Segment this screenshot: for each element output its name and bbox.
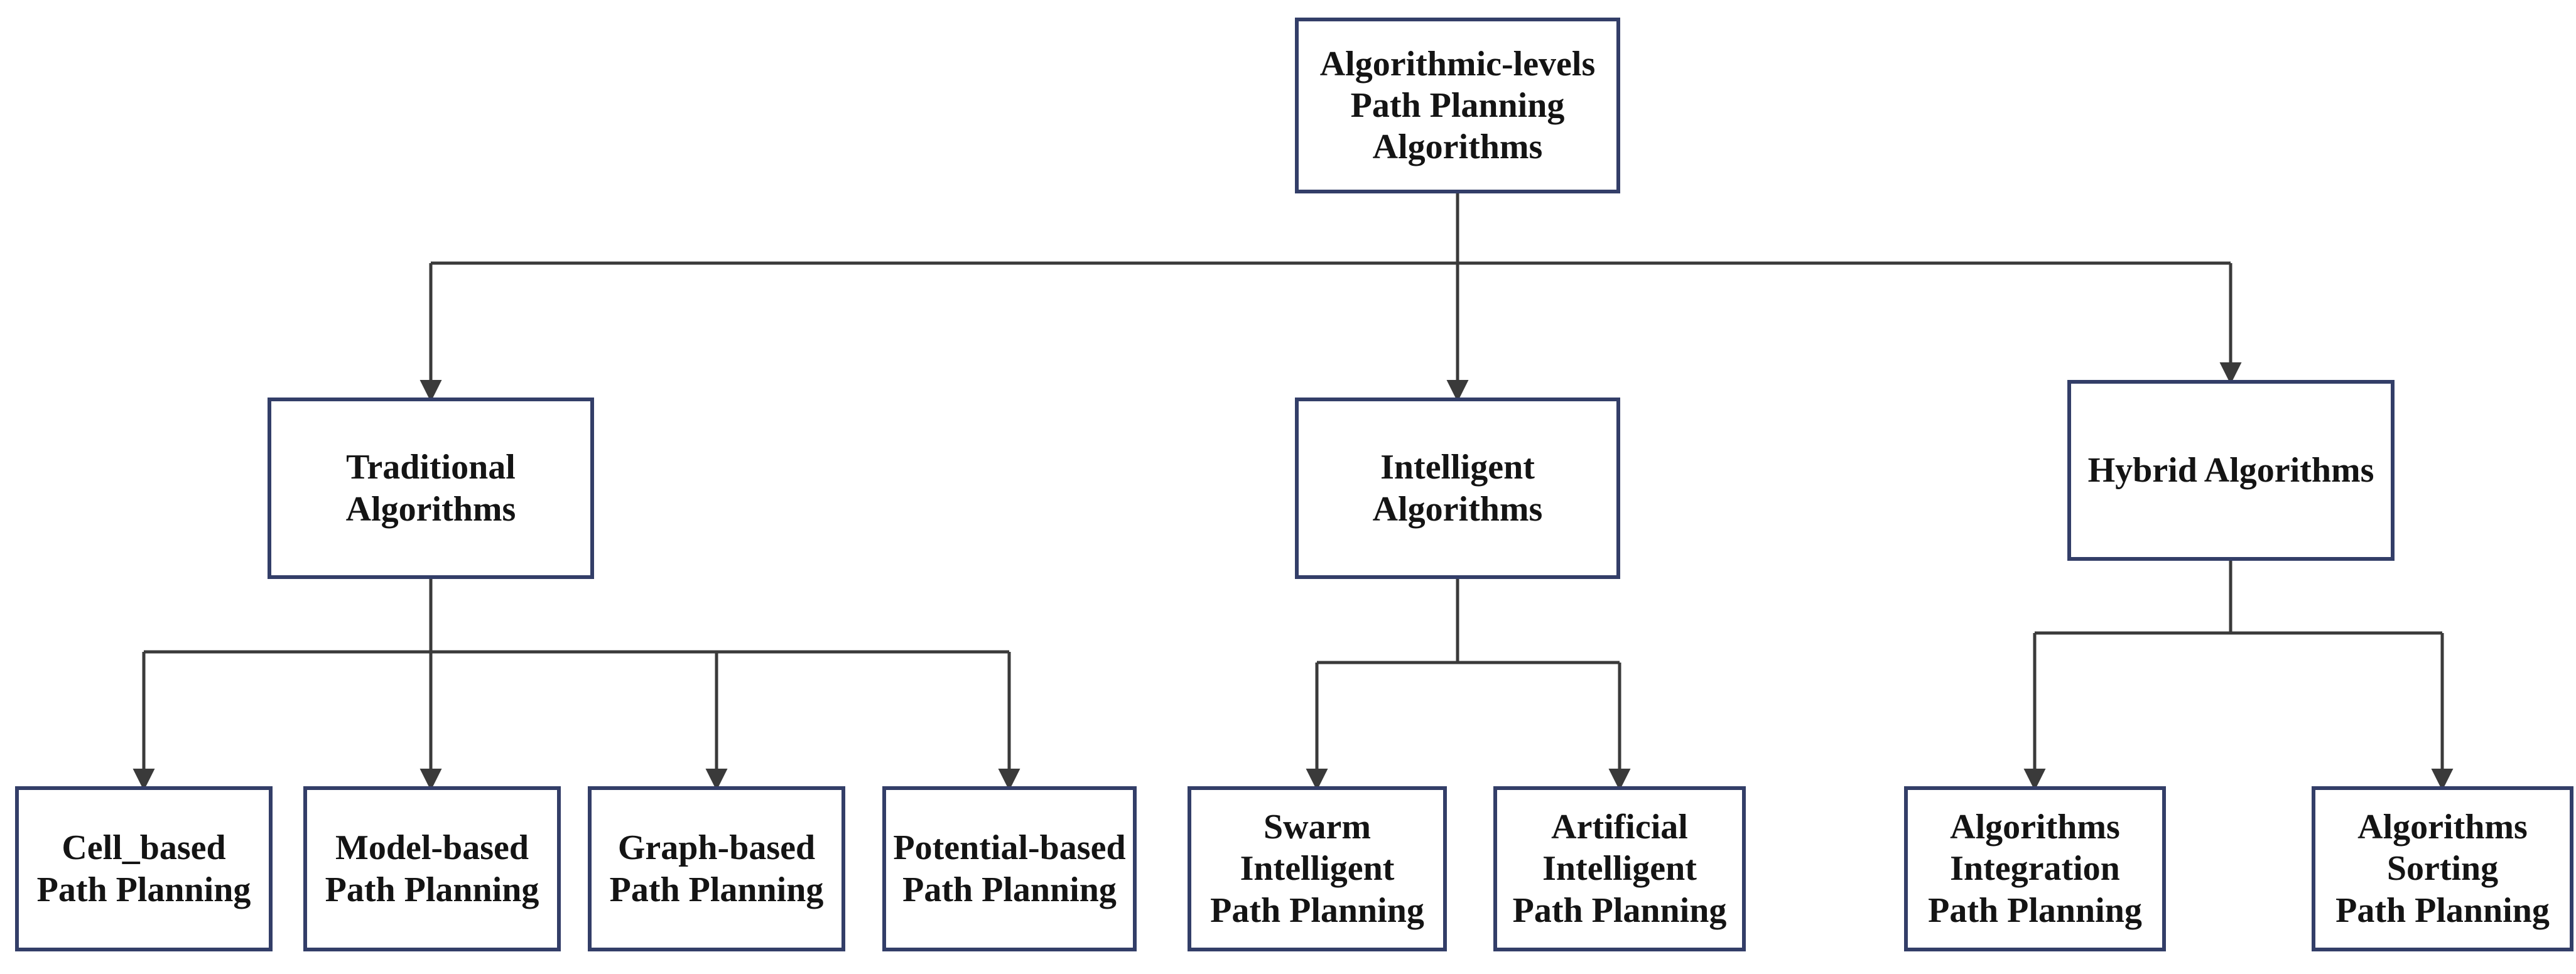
node-artificial-intelligent: Artificial Intelligent Path Planning: [1493, 786, 1746, 951]
node-integration-label: Algorithms Integration Path Planning: [1928, 808, 2142, 930]
node-sorting-label: Algorithms Sorting Path Planning: [2335, 808, 2550, 930]
node-root: Algorithmic-levels Path Planning Algorit…: [1295, 18, 1620, 193]
node-root-label: Algorithmic-levels Path Planning Algorit…: [1319, 44, 1596, 167]
node-algorithms-sorting: Algorithms Sorting Path Planning: [2312, 786, 2573, 951]
node-intelligent-algorithms: Intelligent Algorithms: [1295, 398, 1620, 579]
node-hybrid-algorithms: Hybrid Algorithms: [2067, 380, 2395, 561]
node-swarm-label: Swarm Intelligent Path Planning: [1210, 808, 1424, 930]
node-cell-based: Cell_based Path Planning: [15, 786, 273, 951]
node-potential-label: Potential-based Path Planning: [893, 828, 1126, 909]
node-algorithms-integration: Algorithms Integration Path Planning: [1904, 786, 2166, 951]
node-swarm-intelligent: Swarm Intelligent Path Planning: [1188, 786, 1447, 951]
node-potential-based: Potential-based Path Planning: [882, 786, 1137, 951]
node-model-label: Model-based Path Planning: [325, 828, 539, 909]
node-model-based: Model-based Path Planning: [303, 786, 561, 951]
node-cell-label: Cell_based Path Planning: [36, 828, 251, 909]
node-graph-label: Graph-based Path Planning: [609, 828, 824, 909]
node-traditional-label: Traditional Algorithms: [345, 448, 516, 529]
node-intelligent-label: Intelligent Algorithms: [1372, 448, 1543, 529]
node-hybrid-label: Hybrid Algorithms: [2087, 450, 2374, 490]
node-traditional-algorithms: Traditional Algorithms: [268, 398, 594, 579]
node-artificial-label: Artificial Intelligent Path Planning: [1512, 808, 1727, 930]
node-graph-based: Graph-based Path Planning: [588, 786, 845, 951]
